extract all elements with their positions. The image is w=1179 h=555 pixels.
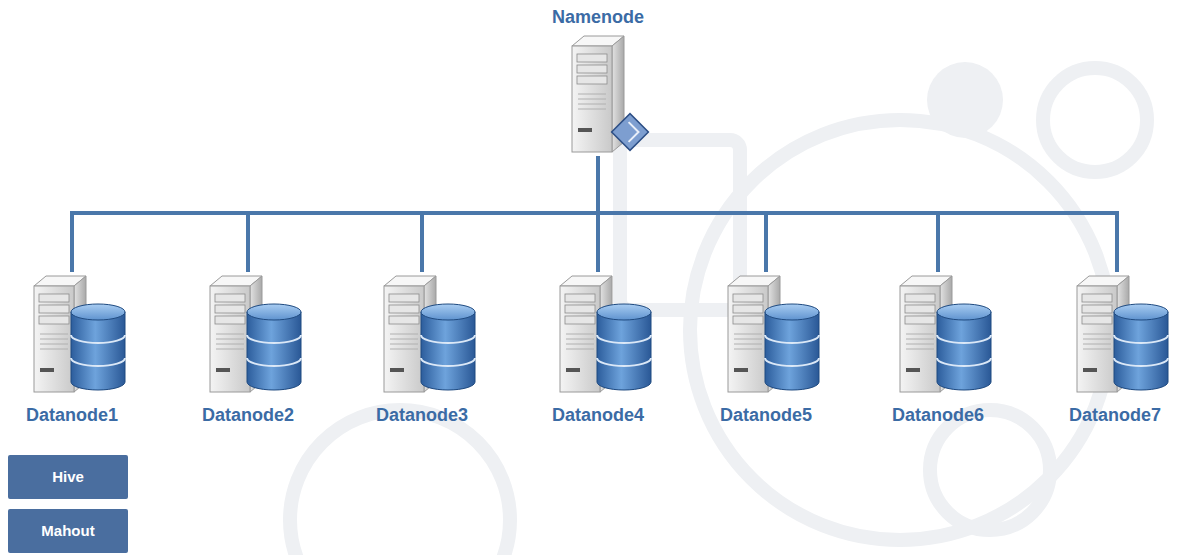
node-label: Namenode bbox=[550, 6, 646, 28]
network-link bbox=[422, 156, 598, 272]
database-icon bbox=[937, 304, 991, 390]
server-node: Datanode2 bbox=[188, 272, 308, 426]
network-link bbox=[598, 156, 1117, 272]
server-node: Datanode5 bbox=[706, 272, 826, 426]
server-illustration bbox=[1055, 272, 1175, 396]
server-node: Datanode6 bbox=[878, 272, 998, 426]
server-illustration bbox=[12, 272, 132, 396]
server-illustration bbox=[878, 272, 998, 396]
node-label: Datanode4 bbox=[550, 404, 646, 426]
node-label: Datanode5 bbox=[718, 404, 814, 426]
node-label: Datanode7 bbox=[1067, 404, 1163, 426]
tool-box: Hive bbox=[8, 455, 128, 499]
server-illustration bbox=[538, 272, 658, 396]
namenode-badge bbox=[612, 114, 649, 151]
server-illustration bbox=[362, 272, 482, 396]
tool-label: Hive bbox=[52, 468, 84, 486]
server-illustration bbox=[538, 32, 658, 156]
network-link bbox=[72, 156, 598, 272]
database-icon bbox=[71, 304, 125, 390]
server-node: Datanode4 bbox=[538, 272, 658, 426]
database-icon bbox=[765, 304, 819, 390]
watermark-icons bbox=[290, 62, 1147, 555]
database-icon bbox=[247, 304, 301, 390]
node-label: Datanode6 bbox=[890, 404, 986, 426]
tool-box: Mahout bbox=[8, 509, 128, 553]
server-illustration bbox=[188, 272, 308, 396]
node-label: Datanode2 bbox=[200, 404, 296, 426]
server-node: Datanode7 bbox=[1055, 272, 1175, 426]
database-icon bbox=[421, 304, 475, 390]
network-link bbox=[248, 156, 598, 272]
server-node: Namenode bbox=[538, 6, 658, 156]
database-icon bbox=[1114, 304, 1168, 390]
node-label: Datanode1 bbox=[24, 404, 120, 426]
database-icon bbox=[597, 304, 651, 390]
server-node: Datanode3 bbox=[362, 272, 482, 426]
server-illustration bbox=[706, 272, 826, 396]
server-node: Datanode1 bbox=[12, 272, 132, 426]
tool-label: Mahout bbox=[41, 522, 94, 540]
node-label: Datanode3 bbox=[374, 404, 470, 426]
